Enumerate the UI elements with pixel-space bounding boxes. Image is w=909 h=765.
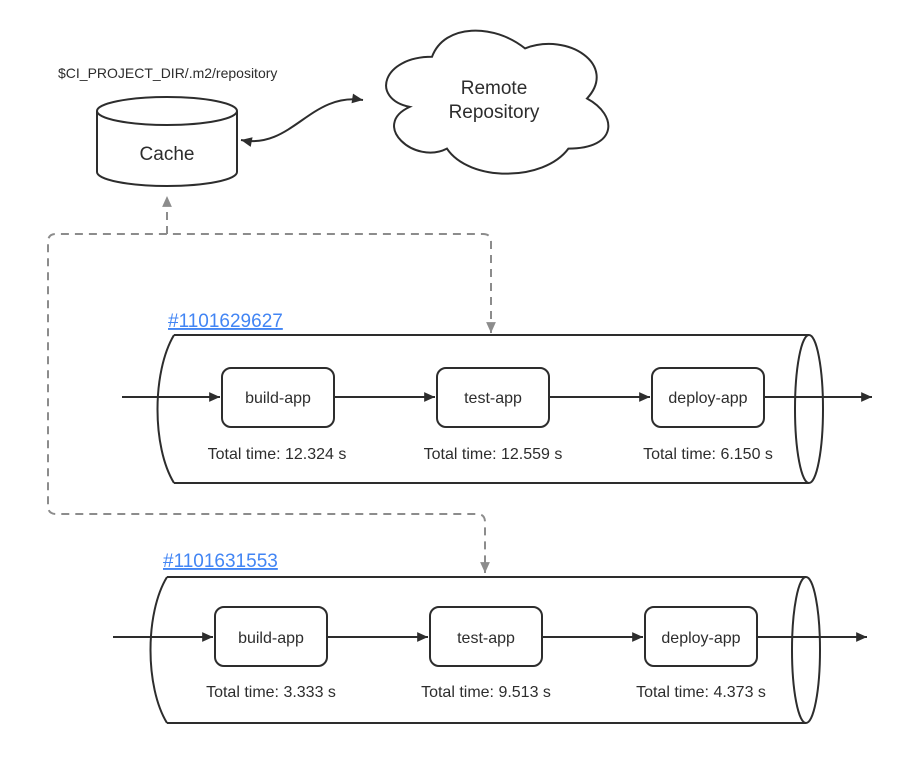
pipeline-2: #1101631553 build-app Total time: 3.333 … xyxy=(113,551,867,724)
pipeline-1-link[interactable]: #1101629627 xyxy=(168,311,283,332)
dashed-connector-pipelines xyxy=(47,233,496,573)
pipeline-1-job-build: build-app Total time: 12.324 s xyxy=(208,367,347,463)
pipeline-2-job-build-label: build-app xyxy=(238,630,304,647)
pipeline-2-job-deploy: deploy-app Total time: 4.373 s xyxy=(636,606,766,701)
pipeline-2-link[interactable]: #1101631553 xyxy=(163,551,278,572)
cache-label: Cache xyxy=(140,144,195,165)
pipeline-1-left-cap xyxy=(156,334,175,484)
pipeline-2-job-build-box xyxy=(214,606,328,667)
pipeline-2-job-test-box xyxy=(429,606,543,667)
pipeline-1-job-build-label: build-app xyxy=(245,390,311,407)
pipeline-1-cylinder xyxy=(156,334,824,484)
pipeline-2-job-deploy-total: Total time: 4.373 s xyxy=(636,684,766,701)
pipeline-1-job-build-box xyxy=(221,367,335,428)
remote-repository-node: Remote Repository xyxy=(385,29,610,175)
cache-cylinder xyxy=(96,96,238,187)
pipeline-1-job-build-total: Total time: 12.324 s xyxy=(208,446,347,463)
pipeline-1-job-test: test-app Total time: 12.559 s xyxy=(424,367,563,463)
pipeline-1-job-deploy-label: deploy-app xyxy=(668,390,747,407)
remote-repository-cloud xyxy=(385,29,610,175)
pipeline-2-job-build-total: Total time: 3.333 s xyxy=(206,684,336,701)
pipeline-2-job-build: build-app Total time: 3.333 s xyxy=(206,606,336,701)
pipeline-2-left-cap xyxy=(149,576,168,724)
pipeline-2-job-test: test-app Total time: 9.513 s xyxy=(421,606,551,701)
cache-path-label: $CI_PROJECT_DIR/.m2/repository xyxy=(58,65,277,81)
pipeline-2-cylinder xyxy=(149,576,821,724)
cache-node: $CI_PROJECT_DIR/.m2/repository Cache xyxy=(58,65,277,187)
pipeline-2-job-test-label: test-app xyxy=(457,630,515,647)
remote-repository-label-line2: Repository xyxy=(449,102,540,123)
pipeline-2-job-deploy-box xyxy=(644,606,758,667)
pipeline-2-job-test-total: Total time: 9.513 s xyxy=(421,684,551,701)
pipeline-1-job-test-box xyxy=(436,367,550,428)
remote-repository-label-line1: Remote xyxy=(461,78,528,99)
pipeline-2-job-deploy-label: deploy-app xyxy=(661,630,740,647)
dashed-cache-flow xyxy=(47,196,496,573)
pipeline-1: #1101629627 build-app Total time: 12.324… xyxy=(122,311,872,484)
pipeline-1-job-deploy-total: Total time: 6.150 s xyxy=(643,446,773,463)
pipeline-1-job-test-label: test-app xyxy=(464,390,522,407)
pipeline-2-right-cap xyxy=(791,576,821,724)
pipeline-1-job-deploy: deploy-app Total time: 6.150 s xyxy=(643,367,773,463)
arrow-cache-remote-repository xyxy=(240,93,364,147)
cache-cylinder-rim xyxy=(96,110,238,126)
pipeline-1-job-deploy-box xyxy=(651,367,765,428)
pipeline-1-right-cap xyxy=(794,334,824,484)
pipeline-1-job-test-total: Total time: 12.559 s xyxy=(424,446,563,463)
